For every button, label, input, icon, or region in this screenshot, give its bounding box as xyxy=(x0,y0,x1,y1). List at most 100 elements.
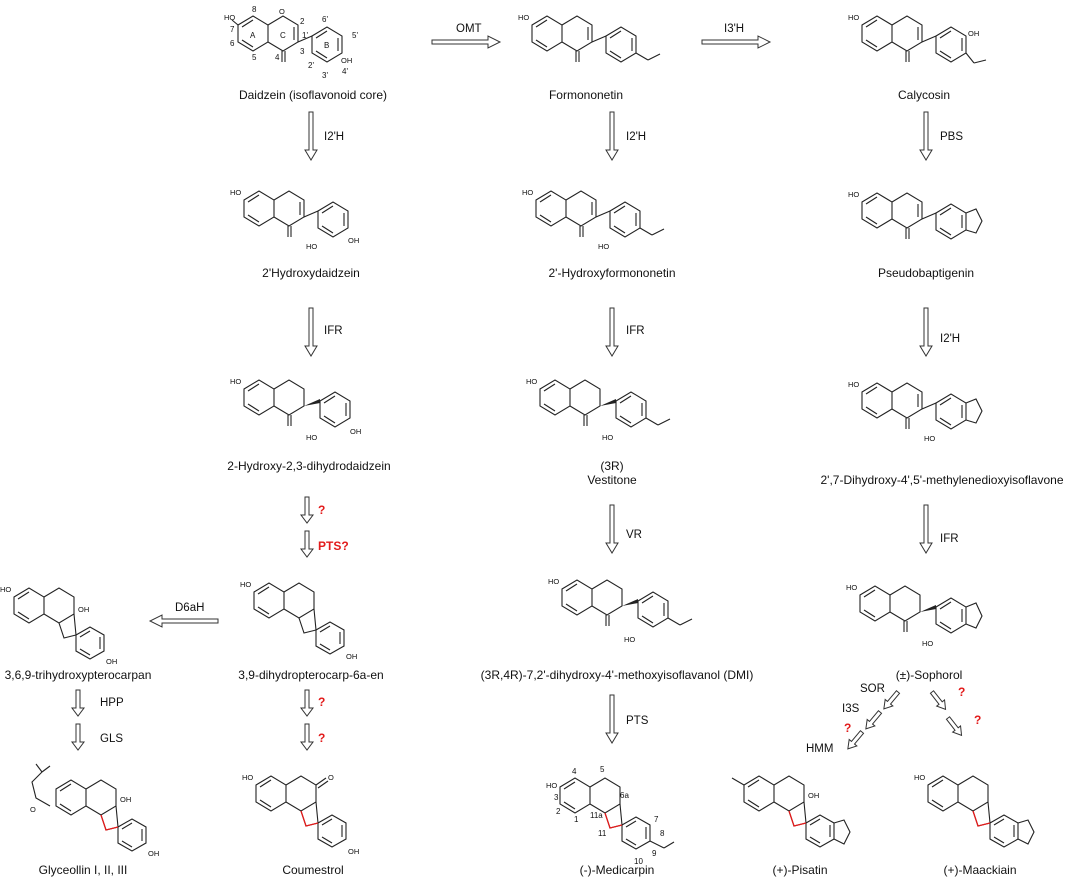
ring-label-c: C xyxy=(280,31,286,40)
enzyme-i2h-mid: I2'H xyxy=(626,131,646,143)
label-hydroxyformononetin: 2'-Hydroxyformononetin xyxy=(548,266,675,280)
methylenedioxy-oh: HO xyxy=(848,380,859,389)
trihydroxy-oh-3: HO xyxy=(0,585,11,594)
arrow-ifr-mid xyxy=(605,307,619,357)
enzyme-omt: OMT xyxy=(456,23,482,35)
pseudobaptigenin-oh: HO xyxy=(848,190,859,199)
num-1p: 1' xyxy=(302,31,308,40)
enzyme-i3h: I3'H xyxy=(724,23,744,35)
medicarpin-oh: HO xyxy=(546,781,557,790)
med-num-5: 5 xyxy=(600,765,605,774)
sophorol-structure: HO HO xyxy=(846,583,983,648)
pseudobaptigenin-structure: HO xyxy=(848,190,983,240)
ring-label-a: A xyxy=(250,31,256,40)
hydroxyformononetin-oh-2p: HO xyxy=(598,242,609,251)
num-2p: 2' xyxy=(308,61,314,70)
label-maackiain: (+)-Maackiain xyxy=(943,863,1016,877)
enzyme-ifr-mid: IFR xyxy=(626,325,645,337)
trihydroxy-oh-6a: OH xyxy=(78,605,89,614)
ring-label-b: B xyxy=(324,41,329,50)
methylenedioxyisoflavone-structure: HO HO xyxy=(848,380,983,443)
label-glyceollin: Glyceollin I, II, III xyxy=(39,863,128,877)
label-pisatin: (+)-Pisatin xyxy=(772,863,827,877)
label-trihydroxypterocarpan: 3,6,9-trihydroxypterocarpan xyxy=(5,668,152,682)
hydroxydaidzein-oh-4p: OH xyxy=(348,236,359,245)
glyceollin-o-pyran: O xyxy=(30,805,36,814)
dihydropterocarpen-oh-9: OH xyxy=(346,652,357,661)
enzyme-pbs: PBS xyxy=(940,131,963,143)
enzyme-hmm: HMM xyxy=(806,743,833,755)
arrow-pts xyxy=(605,694,619,744)
med-num-4: 4 xyxy=(572,767,577,776)
enzyme-sor: SOR xyxy=(860,683,885,695)
med-num-8: 8 xyxy=(660,829,665,838)
dmi-oh-2p: HO xyxy=(624,635,635,644)
dihydrodaidzein-oh-4p: OH xyxy=(350,427,361,436)
arrow-unknown-left-1 xyxy=(300,496,314,524)
label-dmi: (3R,4R)-7,2'-dihydroxy-4'-methoxyisoflav… xyxy=(481,668,754,682)
arrow-unknown-cou-1 xyxy=(300,689,314,717)
dihydropterocarpen-structure: HO OH xyxy=(240,580,357,661)
med-num-9: 9 xyxy=(652,849,657,858)
pisatin-structure: OH xyxy=(731,775,851,848)
enzyme-pts: PTS xyxy=(626,715,649,727)
hydroxyformononetin-structure: HO HO xyxy=(522,188,665,251)
arrow-sor-branch xyxy=(843,688,903,753)
num-3: 3 xyxy=(300,47,305,56)
dmi-structure: HO HO xyxy=(548,577,693,644)
med-num-1: 1 xyxy=(574,815,579,824)
dmi-oh: HO xyxy=(548,577,559,586)
enzyme-pts-q: PTS? xyxy=(318,539,349,553)
calycosin-oh: HO xyxy=(848,13,859,22)
enzyme-i2h-left: I2'H xyxy=(324,131,344,143)
daidzein-o1: O xyxy=(279,7,285,16)
arrow-omt xyxy=(431,35,501,49)
question-maackiain-1: ? xyxy=(958,685,965,699)
arrow-ifr-left xyxy=(304,307,318,357)
formononetin-structure: HO xyxy=(518,13,661,63)
label-vestitone-config: (3R) xyxy=(600,459,623,473)
arrow-i2h-left xyxy=(304,111,318,161)
arrow-i2h-mid xyxy=(605,111,619,161)
num-4: 4 xyxy=(275,53,280,62)
arrow-vr xyxy=(605,504,619,554)
label-pseudobaptigenin: Pseudobaptigenin xyxy=(878,266,974,280)
maackiain-oh: HO xyxy=(914,773,925,782)
med-num-3: 3 xyxy=(554,793,559,802)
enzyme-i3s: I3S xyxy=(842,703,860,715)
enzyme-gls: GLS xyxy=(100,733,123,745)
dihydrodaidzein-oh-2p: HO xyxy=(306,433,317,442)
hydroxyformononetin-oh: HO xyxy=(522,188,533,197)
med-num-10: 10 xyxy=(634,857,643,866)
enzyme-d6ah: D6aH xyxy=(175,602,204,614)
num-5p: 5' xyxy=(352,31,358,40)
glyceollin-oh-9: OH xyxy=(148,849,159,858)
arrow-pbs xyxy=(919,111,933,161)
med-num-6a: 6a xyxy=(620,791,629,800)
arrow-i3h xyxy=(701,35,771,49)
label-calycosin: Calycosin xyxy=(898,88,950,102)
label-hydroxydaidzein: 2'Hydroxydaidzein xyxy=(262,266,360,280)
num-4p: 4' xyxy=(342,67,348,76)
pisatin-oh: OH xyxy=(808,791,819,800)
vestitone-structure: HO HO xyxy=(526,377,671,442)
label-methylenedioxyisoflavone: 2',7-Dihydroxy-4',5'-methylenedioxyisofl… xyxy=(821,473,1064,487)
daidzein-structure: HO O OH A C B 8 7 6 5 4 3 2 1' 2' 3' 4' … xyxy=(224,5,358,80)
label-medicarpin: (-)-Medicarpin xyxy=(580,863,655,877)
coumestrol-o-carbonyl: O xyxy=(328,773,334,782)
arrow-unknown-cou-2 xyxy=(300,723,314,751)
med-num-2: 2 xyxy=(556,807,561,816)
enzyme-vr: VR xyxy=(626,529,642,541)
coumestrol-oh-9: OH xyxy=(348,847,359,856)
glyceollin-oh-6a: OH xyxy=(120,795,131,804)
arrow-i2h-right xyxy=(919,307,933,357)
trihydroxy-oh-9: OH xyxy=(106,657,117,666)
daidzein-oh-7: HO xyxy=(224,13,235,22)
num-5: 5 xyxy=(252,53,257,62)
arrow-ifr-right xyxy=(919,504,933,554)
hydroxydaidzein-oh: HO xyxy=(230,188,241,197)
calycosin-structure: HO OH xyxy=(848,13,987,64)
methylenedioxy-oh-2p: HO xyxy=(924,434,935,443)
medicarpin-structure: HO 4 5 3 2 1 6a 11a 11 7 8 9 10 xyxy=(546,765,675,866)
